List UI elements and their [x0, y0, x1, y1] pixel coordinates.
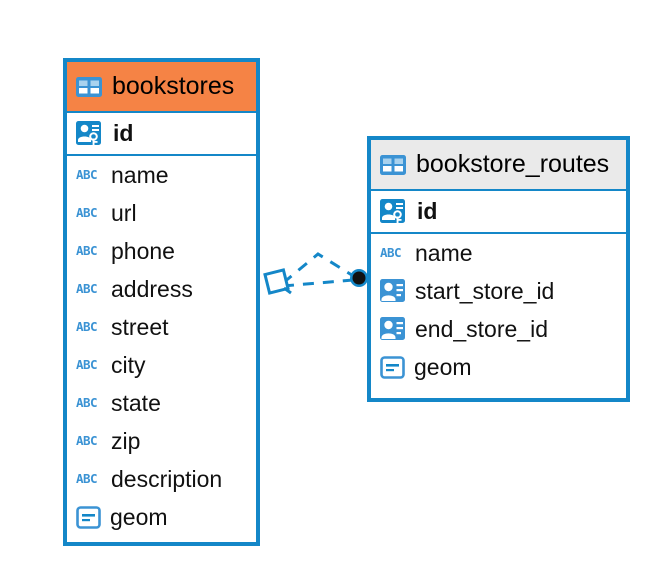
relationship-line-upper — [282, 252, 356, 285]
field-row-description[interactable]: ABC description — [67, 460, 256, 498]
field-label: end_store_id — [415, 315, 548, 342]
table-icon — [76, 76, 102, 97]
abc-glyph: ABC — [76, 471, 98, 486]
abc-text-icon: ABC — [76, 206, 102, 220]
field-row-street[interactable]: ABC street — [67, 308, 256, 346]
entity-title: bookstore_routes — [416, 150, 610, 178]
field-row-state[interactable]: ABC state — [67, 384, 256, 422]
field-row-name[interactable]: ABC name — [371, 234, 626, 272]
abc-text-icon: ABC — [380, 246, 406, 260]
abc-glyph: ABC — [76, 167, 98, 182]
field-row-geom[interactable]: geom — [371, 348, 626, 386]
abc-glyph: ABC — [76, 395, 98, 410]
field-label: geom — [414, 353, 472, 380]
abc-glyph: ABC — [76, 243, 98, 258]
field-row-id[interactable]: id — [67, 111, 256, 156]
field-row-city[interactable]: ABC city — [67, 346, 256, 384]
abc-glyph: ABC — [76, 281, 98, 296]
filled-circle-marker — [350, 269, 368, 287]
entity-bookstore-routes[interactable]: bookstore_routes id ABC — [367, 136, 630, 402]
field-row-start-store-id[interactable]: start_store_id — [371, 272, 626, 310]
field-label: geom — [110, 503, 168, 530]
field-label: id — [113, 120, 134, 146]
geometry-icon — [76, 505, 101, 529]
field-row-id[interactable]: id — [371, 189, 626, 234]
relationship-line-lower — [282, 278, 354, 288]
field-row-url[interactable]: ABC url — [67, 194, 256, 232]
primary-key-icon — [76, 120, 104, 147]
abc-text-icon: ABC — [76, 244, 102, 258]
abc-glyph: ABC — [76, 433, 98, 448]
geometry-icon — [380, 355, 405, 379]
field-label: start_store_id — [415, 277, 555, 304]
field-label: id — [417, 198, 438, 224]
primary-key-icon — [380, 198, 408, 225]
field-label: description — [111, 465, 223, 492]
field-label: name — [415, 239, 473, 266]
table-icon — [380, 154, 406, 175]
field-label: url — [111, 199, 137, 226]
foreign-key-icon — [380, 317, 406, 341]
field-label: phone — [111, 237, 175, 264]
field-label: state — [111, 389, 161, 416]
field-row-address[interactable]: ABC address — [67, 270, 256, 308]
field-label: address — [111, 275, 193, 302]
field-row-phone[interactable]: ABC phone — [67, 232, 256, 270]
entity-header-bookstore-routes[interactable]: bookstore_routes — [371, 140, 626, 189]
field-row-name[interactable]: ABC name — [67, 156, 256, 194]
abc-glyph: ABC — [76, 205, 98, 220]
field-row-geom[interactable]: geom — [67, 498, 256, 536]
abc-text-icon: ABC — [76, 320, 102, 334]
abc-glyph: ABC — [76, 319, 98, 334]
abc-text-icon: ABC — [76, 434, 102, 448]
entity-title: bookstores — [112, 72, 235, 100]
field-label: name — [111, 161, 169, 188]
abc-text-icon: ABC — [76, 472, 102, 486]
field-label: zip — [111, 427, 141, 454]
field-row-zip[interactable]: ABC zip — [67, 422, 256, 460]
field-label: street — [111, 313, 169, 340]
abc-text-icon: ABC — [76, 358, 102, 372]
abc-text-icon: ABC — [76, 168, 102, 182]
field-label: city — [111, 351, 146, 378]
abc-glyph: ABC — [76, 357, 98, 372]
field-row-end-store-id[interactable]: end_store_id — [371, 310, 626, 348]
entity-header-bookstores[interactable]: bookstores — [67, 62, 256, 111]
entity-bookstores[interactable]: bookstores id ABC — [63, 58, 260, 546]
abc-glyph: ABC — [380, 245, 402, 260]
abc-text-icon: ABC — [76, 396, 102, 410]
foreign-key-icon — [380, 279, 406, 303]
diamond-marker — [263, 268, 292, 295]
abc-text-icon: ABC — [76, 282, 102, 296]
